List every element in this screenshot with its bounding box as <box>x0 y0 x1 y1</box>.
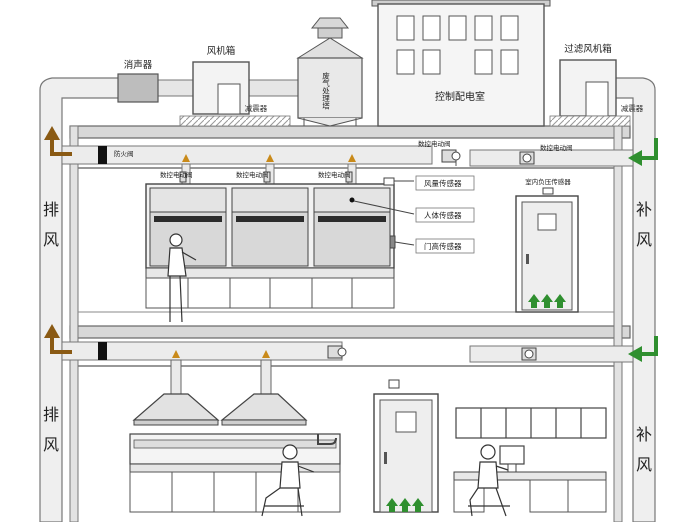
lower-supply-arrows <box>386 498 424 512</box>
lower-lab-bench <box>129 433 341 513</box>
hood-valve-1-label: 数控电动阀 <box>160 170 193 179</box>
lower-door <box>373 379 439 513</box>
left-top-char-1: 排 <box>43 200 59 219</box>
control-room-label: 控制配电室 <box>435 90 485 103</box>
fan-box-label: 风机箱 <box>207 45 236 57</box>
lower-fire-damper <box>98 342 107 360</box>
fume-hood-row: 风量传感器 人体传感器 门高传感器 <box>145 175 475 309</box>
silencer-box <box>117 73 159 103</box>
wall-cabinets <box>455 407 607 439</box>
left-bottom-char-2: 风 <box>43 435 59 454</box>
middle-slab <box>69 325 631 339</box>
upper-door: 室内负压传感器 <box>515 177 579 313</box>
hood-valve-3-label: 数控电动阀 <box>318 170 351 179</box>
building-structure <box>69 125 631 523</box>
canopy-hoods <box>132 359 308 426</box>
person-lower-right <box>468 444 510 517</box>
left-bottom-char-1: 排 <box>43 405 59 424</box>
damper-right-label: 减震器 <box>621 103 644 113</box>
silencer-label: 消声器 <box>124 59 153 71</box>
valve-label-top: 数控电动阀 <box>418 139 451 148</box>
right-wall <box>613 125 623 523</box>
right-bottom-char-2: 风 <box>636 455 652 474</box>
valve-label-right: 数控电动阀 <box>540 143 573 152</box>
pressure-sensor-label: 室内负压传感器 <box>525 177 571 186</box>
filter-fan-box-label: 过滤风机箱 <box>564 43 612 55</box>
upper-supply-arrows <box>528 294 566 308</box>
roof-equipment: 消声器 风机箱 减震器 废气处理塔 控制配电室 过滤风机箱 <box>117 0 644 127</box>
hood-valve-2-label: 数控电动阀 <box>236 170 269 179</box>
right-top-char-2: 风 <box>636 230 652 249</box>
scrubber-tower <box>297 57 363 119</box>
person-lower-left <box>261 444 315 517</box>
fire-damper <box>98 146 107 164</box>
sensor-body-label: 人体传感器 <box>424 210 462 220</box>
canopy-hood-2 <box>220 393 308 421</box>
sensor-airflow-label: 风量传感器 <box>424 178 462 188</box>
person-upper <box>167 233 197 323</box>
fume-hood-2 <box>231 187 309 267</box>
sensor-door-label: 门高传感器 <box>424 241 462 251</box>
fire-damper-label: 防火阀 <box>114 149 134 158</box>
canopy-hood-1 <box>132 393 220 421</box>
roof-slab <box>69 125 631 139</box>
left-exhaust-riser <box>39 77 121 523</box>
lower-desk <box>453 445 607 513</box>
supply-arrow-top <box>640 138 658 160</box>
scrubber-label: 废气处理塔 <box>321 71 330 111</box>
upper-floor-ducts: 防火阀 数控电动阀 数控电动阀 数控电动阀 <box>44 126 658 185</box>
right-top-char-1: 补 <box>636 200 652 219</box>
left-top-char-2: 风 <box>43 230 59 249</box>
exhaust-arrow-bottom <box>50 336 72 354</box>
computer-monitor <box>499 445 525 465</box>
left-wall <box>69 125 79 523</box>
lower-floor-ducts <box>44 324 658 363</box>
right-bottom-char-1: 补 <box>636 425 652 444</box>
side-labels: 排 风 排 风 补 风 补 风 <box>43 200 652 474</box>
supply-arrow-bottom <box>640 336 658 356</box>
control-room-windows <box>396 15 519 75</box>
exhaust-arrow-top <box>50 138 72 156</box>
fume-hood-1 <box>149 187 227 267</box>
damper-left-label: 减震器 <box>245 103 268 113</box>
